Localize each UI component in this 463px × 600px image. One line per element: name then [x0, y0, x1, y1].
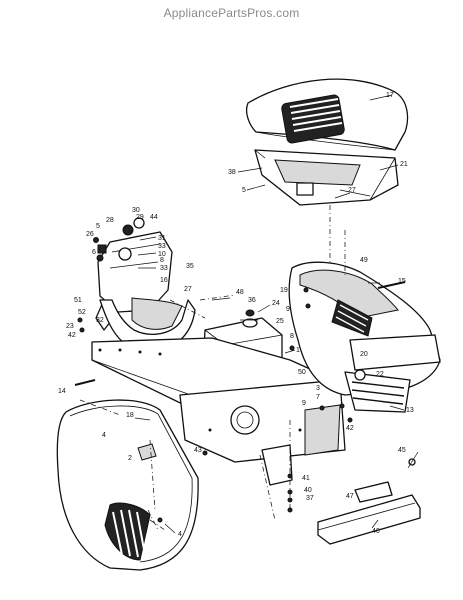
- callout-36: 36: [248, 297, 256, 304]
- callout-9: 9: [286, 306, 290, 313]
- callout-29: 29: [136, 214, 144, 221]
- headlight-lens: [349, 334, 441, 371]
- front-grille: [344, 371, 411, 413]
- callout-leaders: [134, 94, 419, 534]
- callout-33: 33: [160, 265, 168, 272]
- fasteners: [74, 237, 406, 523]
- callout-25: 25: [276, 318, 284, 325]
- callout-7: 7: [316, 394, 320, 401]
- callout-4: 4: [102, 432, 106, 439]
- callout-43: 43: [194, 447, 202, 454]
- callout-2: 2: [128, 455, 132, 462]
- front-nose-cone: [288, 261, 441, 413]
- callout-49: 49: [360, 257, 368, 264]
- callout-labels: 17 38 21 5 27 30 28 44 29 5 31 26 33 10 …: [58, 92, 414, 538]
- callout-51: 51: [74, 297, 82, 304]
- callout-5: 5: [242, 187, 246, 194]
- fuel-cap: [242, 318, 258, 328]
- callout-42: 42: [68, 332, 76, 339]
- callout-26: 26: [86, 231, 94, 238]
- callout-24: 24: [272, 300, 280, 307]
- callout-31: 31: [158, 235, 166, 242]
- callout-47: 47: [346, 493, 354, 500]
- callout-5: 5: [96, 223, 100, 230]
- hood-latch: [296, 182, 314, 196]
- callout-48: 48: [236, 289, 244, 296]
- front-bumper: [317, 458, 421, 545]
- callout-35: 35: [186, 263, 194, 270]
- callout-27: 27: [184, 286, 192, 293]
- callout-17: 17: [386, 92, 394, 99]
- callout-14: 14: [58, 388, 66, 395]
- assembly-guide-lines: [79, 205, 346, 531]
- dashboard-console: [95, 217, 173, 331]
- callout-10: 10: [158, 251, 166, 258]
- callout-50: 50: [298, 369, 306, 376]
- callout-30: 30: [132, 207, 140, 214]
- callout-20: 20: [360, 351, 368, 358]
- side-panel-vents: [104, 502, 151, 561]
- callout-42: 42: [346, 425, 354, 432]
- callout-38: 38: [228, 169, 236, 176]
- front-axle-bracket: [261, 444, 293, 486]
- callout-33: 33: [158, 243, 166, 250]
- callout-44: 44: [150, 214, 158, 221]
- throttle-knob: [122, 224, 134, 236]
- site-watermark: AppliancePartsPros.com: [163, 6, 300, 20]
- callout-46: 46: [372, 528, 380, 535]
- callout-21: 21: [400, 161, 408, 168]
- hood-assembly: [245, 78, 409, 206]
- callout-4: 4: [178, 531, 182, 538]
- choke-knob: [97, 244, 107, 254]
- callout-15: 15: [398, 278, 406, 285]
- callout-6: 6: [92, 249, 96, 256]
- callout-22: 22: [376, 371, 384, 378]
- callout-45: 45: [398, 447, 406, 454]
- callout-13: 13: [406, 407, 414, 414]
- callout-8: 8: [160, 257, 164, 264]
- callout-1: 1: [296, 347, 300, 354]
- callout-27: 27: [348, 187, 356, 194]
- ignition-switch: [118, 247, 132, 261]
- callout-40: 40: [304, 487, 312, 494]
- callout-32: 32: [96, 317, 104, 324]
- callout-28: 28: [106, 217, 114, 224]
- callout-41: 41: [302, 475, 310, 482]
- left-side-panel: [56, 399, 199, 571]
- callout-3: 3: [316, 385, 320, 392]
- callout-52: 52: [78, 309, 86, 316]
- hood-grille-vents: [281, 94, 345, 144]
- callout-23: 23: [66, 323, 74, 330]
- callout-18: 18: [126, 412, 134, 419]
- callout-16: 16: [160, 277, 168, 284]
- callout-19: 19: [280, 287, 288, 294]
- callout-8: 8: [290, 333, 294, 340]
- callout-9: 9: [302, 400, 306, 407]
- callout-37: 37: [306, 495, 314, 502]
- tractor-frame: [91, 337, 346, 486]
